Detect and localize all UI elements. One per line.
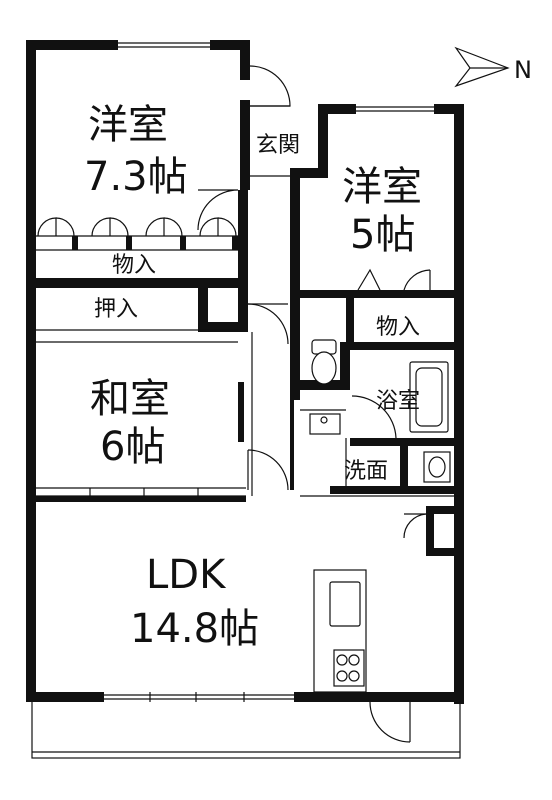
bathtub xyxy=(409,361,449,433)
corridor-lines xyxy=(250,105,460,497)
closet-label: 押入 xyxy=(94,297,138,322)
toilet xyxy=(311,339,337,385)
japanese-room-name: 和室 xyxy=(90,376,170,422)
balcony xyxy=(31,699,461,759)
western-room-b-size: 5帖 xyxy=(350,212,415,258)
bath-label: 浴室 xyxy=(376,389,420,414)
western-room-b-name: 洋室 xyxy=(342,164,422,210)
entrance-label: 玄関 xyxy=(256,133,300,158)
storage-a-label: 物入 xyxy=(112,253,156,278)
compass-north-label: N xyxy=(514,56,532,84)
windows xyxy=(104,40,434,702)
western-room-a-size: 7.3帖 xyxy=(84,154,188,200)
door-swings xyxy=(197,65,431,743)
corridor-sink xyxy=(309,413,341,435)
storage-b-label: 物入 xyxy=(376,315,420,340)
tatami-lines xyxy=(36,329,246,497)
wardrobe-doors xyxy=(36,217,238,251)
interior-walls xyxy=(26,168,464,692)
ldk-name: LDK xyxy=(146,552,227,598)
japanese-room-size: 6帖 xyxy=(100,424,165,470)
room-labels: 洋室 7.3帖 洋室 5帖 和室 6帖 LDK 14.8帖 玄関 物入 物入 押… xyxy=(84,102,422,652)
washroom-label: 洗面 xyxy=(344,459,388,484)
ldk-size: 14.8帖 xyxy=(130,606,259,652)
compass: N xyxy=(454,46,532,88)
kitchen xyxy=(313,569,367,693)
wash-basin xyxy=(423,451,451,483)
western-room-a-name: 洋室 xyxy=(88,102,168,148)
